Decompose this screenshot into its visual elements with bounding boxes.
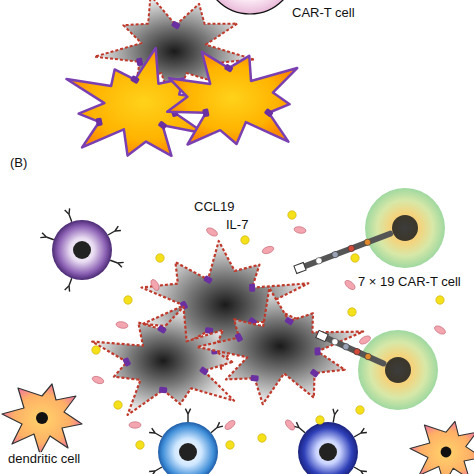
panel-b (2, 188, 474, 474)
tumor-antigen (171, 20, 181, 29)
cytokine-label: IL-7 (224, 218, 250, 233)
tumor-antigen (234, 333, 243, 343)
panel-a (66, 0, 297, 156)
ccl19-mark (284, 418, 297, 431)
il7-dot (114, 401, 122, 409)
il7-dot (348, 308, 356, 316)
ccl19-mark (343, 279, 356, 292)
tumor-cell (92, 307, 234, 415)
dendritic-cell-shape (2, 384, 82, 454)
il7-dot (241, 236, 249, 244)
il7-dot (92, 346, 100, 354)
ccl19-mark (129, 422, 141, 428)
il7-dot (351, 254, 359, 262)
car-t-cell (204, 0, 296, 14)
t-cell (149, 409, 223, 474)
tumor-antigen (314, 347, 320, 355)
tumor-antigen (136, 57, 143, 66)
ccl19-mark (294, 226, 307, 234)
ccl19-mark (91, 375, 104, 385)
tumor-antigen (310, 368, 320, 378)
tumor-antigen (159, 387, 167, 394)
tumor-antigen (264, 108, 274, 118)
ccl19-mark (149, 278, 161, 292)
tumor-antigen (250, 375, 258, 382)
tumor-antigen (95, 117, 102, 126)
ccl19-mark (116, 321, 129, 329)
7x19-car-t-cell (294, 188, 445, 274)
cytokine-label: CCL19 (192, 200, 236, 215)
tumor-antigen (203, 275, 213, 284)
il7-dot (226, 441, 234, 449)
dendritic-cell-shape (410, 421, 474, 474)
tumor-antigen (158, 120, 168, 130)
ccl19-mark (433, 324, 447, 336)
il7-dot (288, 211, 296, 219)
ccl19-mark (205, 226, 219, 238)
il7-dot (124, 296, 132, 304)
il7-dot (136, 441, 144, 449)
7x19-car-t-cell (316, 330, 438, 410)
panel-label: (B) (8, 156, 29, 171)
cell-label: CAR-T cell (290, 6, 357, 21)
tumor-antigen (199, 366, 209, 376)
tumor-antigen (202, 108, 209, 117)
ccl19-mark (358, 334, 372, 346)
t-cell (40, 208, 123, 291)
t-cell (293, 409, 367, 474)
tumor-antigen (224, 64, 234, 73)
tumor-antigen (130, 75, 140, 84)
il7-dot (156, 254, 164, 262)
ccl19-mark (261, 245, 274, 255)
tumor-antigen (157, 325, 167, 334)
il7-dot (356, 406, 364, 414)
il7-dot (316, 416, 324, 424)
tumor-cell (167, 52, 297, 145)
il7-dot (258, 434, 266, 442)
tumor-antigen (122, 357, 131, 367)
ccl19-mark (223, 419, 236, 432)
cell-label: 7 × 19 CAR-T cell (356, 275, 463, 290)
il7-dot (436, 296, 444, 304)
tumor-antigen (249, 284, 255, 292)
tumor-antigen (284, 316, 294, 325)
cell-label: dendritic cell (6, 452, 82, 467)
